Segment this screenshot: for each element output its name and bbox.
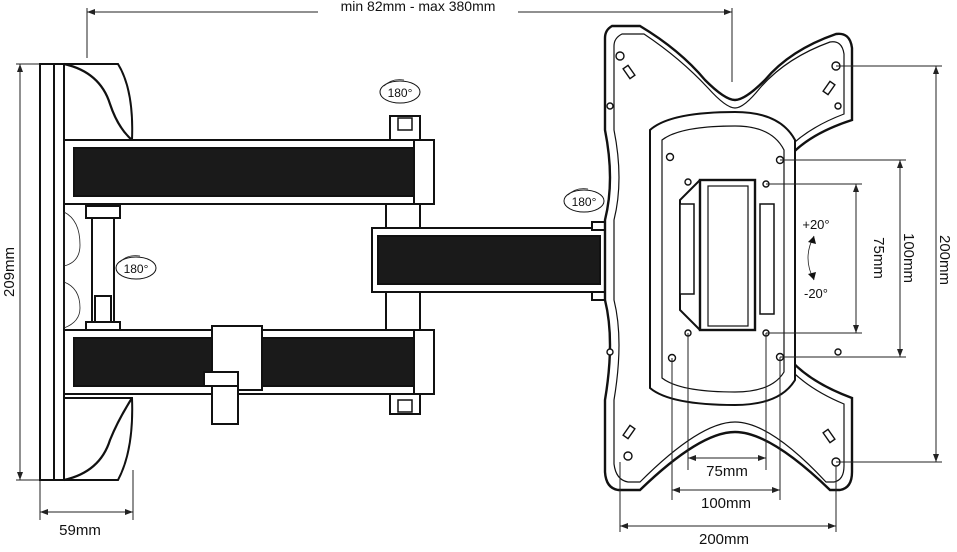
vesa-plate [603, 24, 854, 492]
wall-plate [39, 62, 134, 482]
forward-arm [371, 221, 609, 301]
tilt-indicator: +20° -20° [802, 217, 829, 301]
vesa-slots [622, 64, 836, 444]
vesa-horizontal-200-dimension: 200mm [619, 462, 837, 548]
arm-extension-label: min 82mm - max 380mm [341, 0, 496, 14]
arm-extension-dimension: min 82mm - max 380mm [86, 0, 733, 82]
vesa-v-200-label: 200mm [936, 235, 953, 285]
wall-plate-height-label: 209mm [1, 247, 18, 297]
swivel-indicator-mid: 180° [115, 255, 157, 280]
vesa-h-100-label: 100mm [701, 495, 751, 512]
swivel-top-label: 180° [388, 86, 413, 100]
swivel-indicator-top: 180° [379, 79, 421, 104]
vesa-vertical-200-dimension: 200mm [836, 65, 953, 463]
vesa-horizontal-100-dimension: 100mm [671, 357, 781, 512]
swivel-plate-label: 180° [572, 195, 597, 209]
tilt-down-label: -20° [804, 286, 828, 301]
vesa-vertical-100-dimension: 100mm [780, 159, 917, 358]
vesa-h-75-label: 75mm [706, 463, 748, 480]
lower-arm [63, 325, 435, 425]
vesa-horizontal-75-dimension: 75mm [687, 333, 767, 480]
upper-arm [63, 115, 435, 205]
vesa-vertical-75-dimension: 75mm [766, 183, 887, 334]
tilt-up-label: +20° [802, 217, 829, 232]
vesa-v-100-label: 100mm [900, 233, 917, 283]
vesa-v-75-label: 75mm [870, 237, 887, 279]
swivel-mid-label: 180° [124, 262, 149, 276]
vesa-h-200-label: 200mm [699, 531, 749, 547]
swivel-indicator-plate: 180° [563, 188, 605, 213]
wall-plate-width-dimension: 59mm [39, 470, 134, 539]
wall-plate-width-label: 59mm [59, 522, 101, 539]
